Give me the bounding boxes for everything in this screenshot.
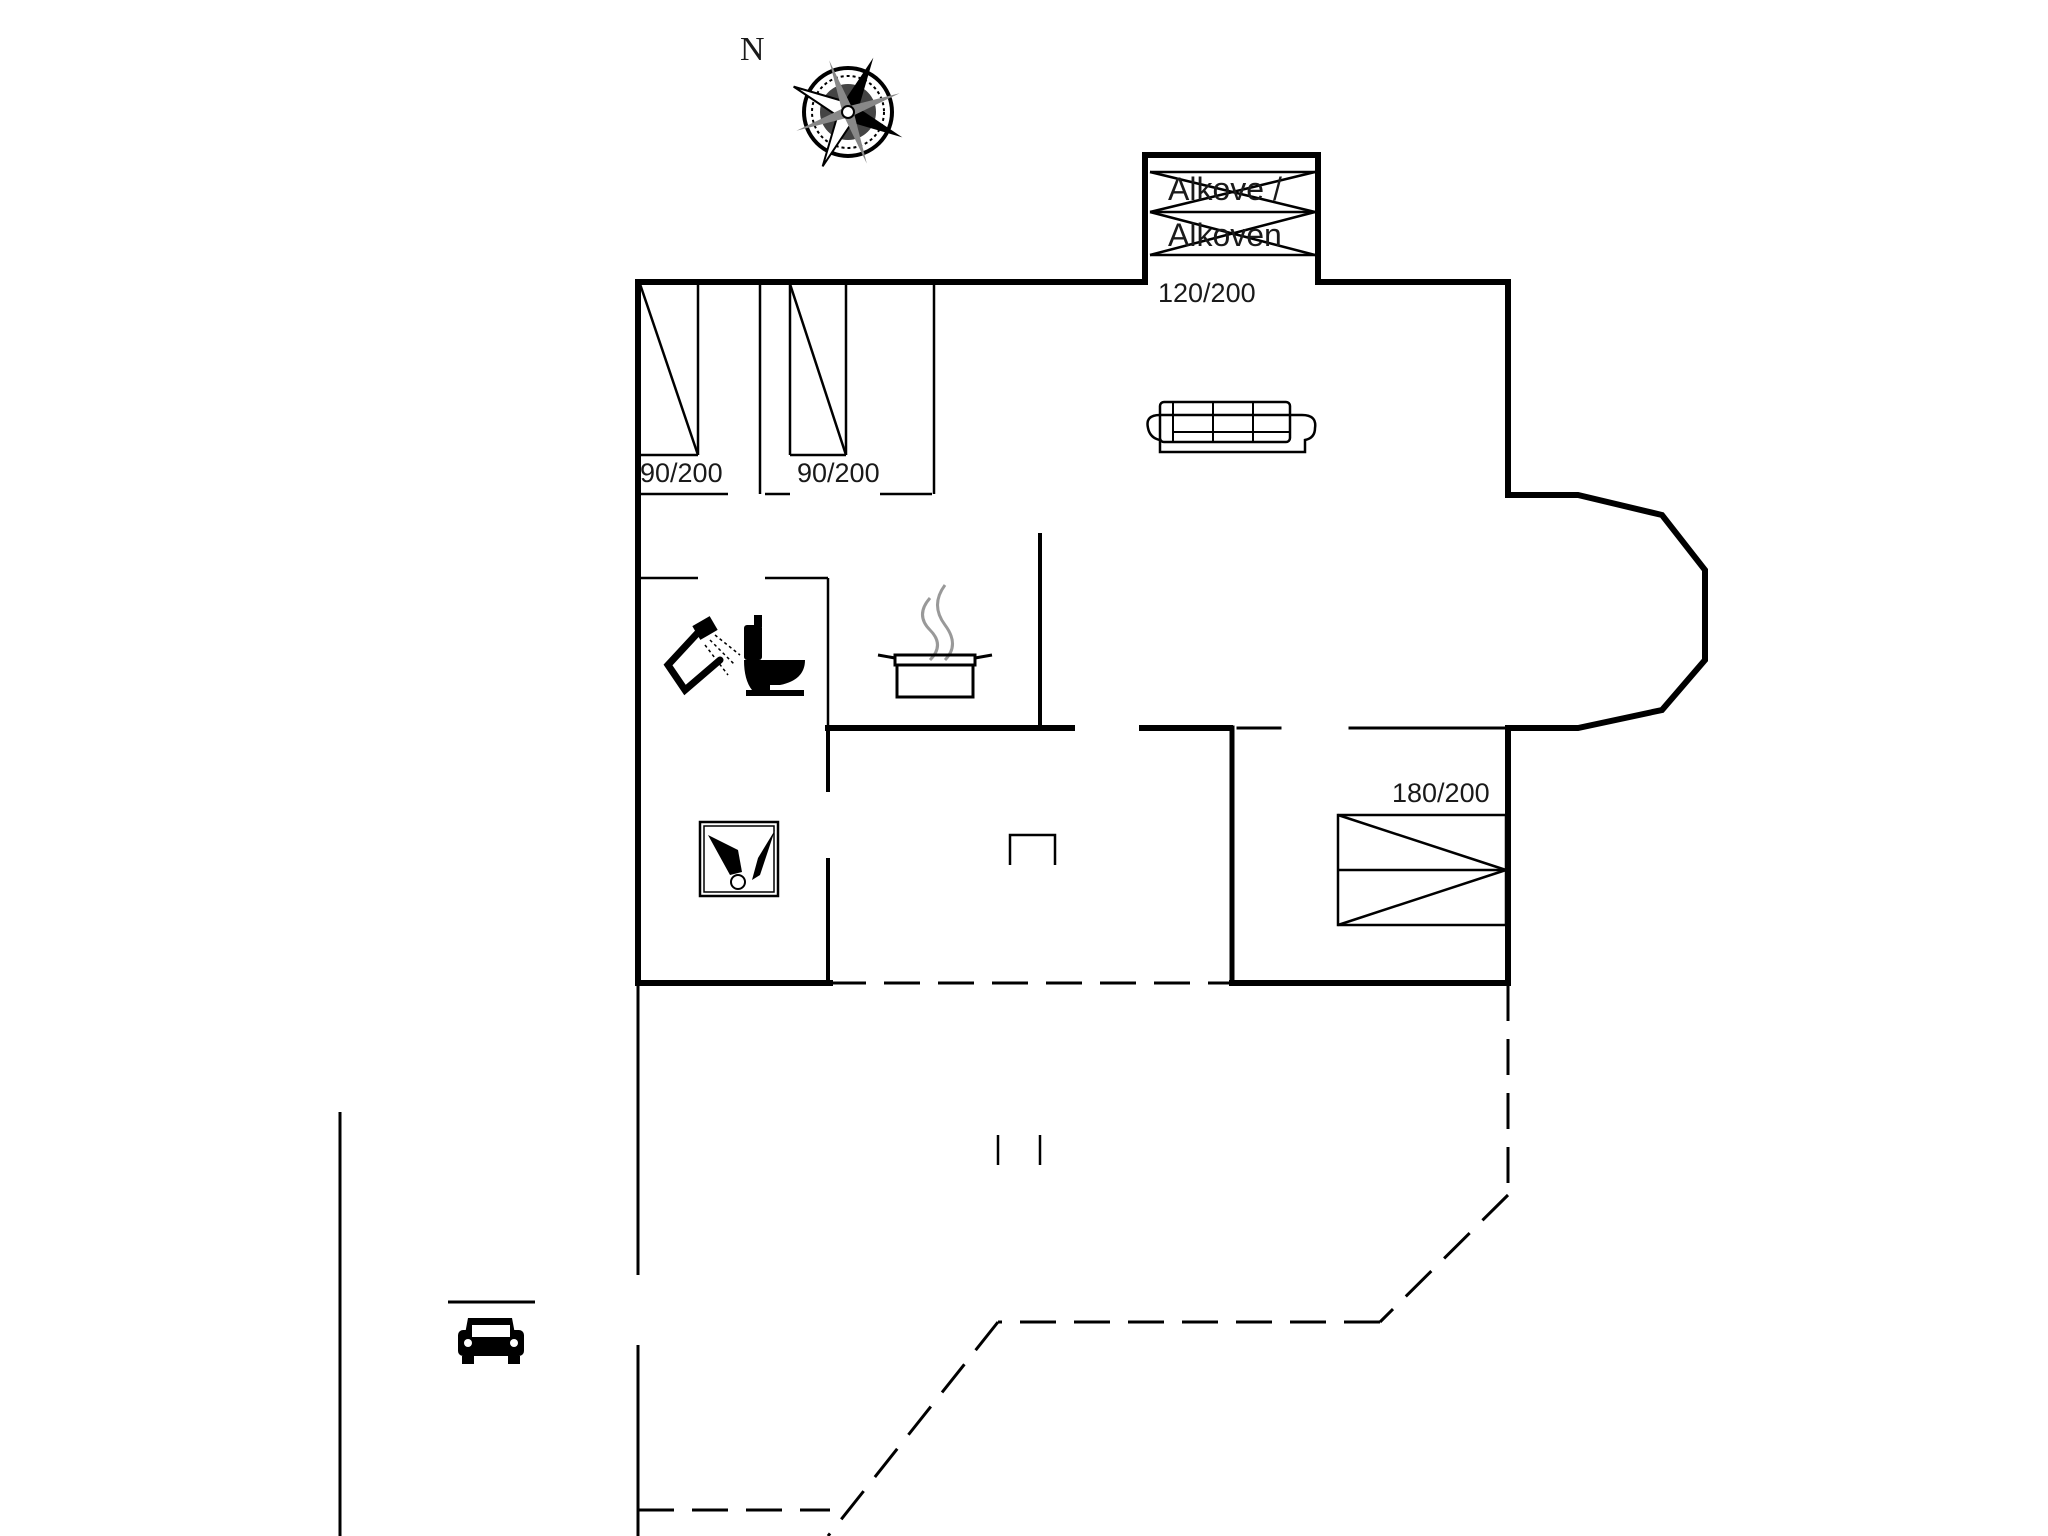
bed3-size: 180/200 xyxy=(1392,778,1490,808)
bathroom xyxy=(640,576,830,728)
bedroom-2: 90/200 xyxy=(765,283,936,496)
hallway xyxy=(830,725,1235,986)
exterior-walls xyxy=(635,152,1708,986)
shower-icon xyxy=(663,616,741,696)
washing-machine-icon xyxy=(698,820,780,898)
compass-rose-icon xyxy=(793,57,903,167)
alcove-bed-size: 120/200 xyxy=(1158,278,1256,308)
bed2-size: 90/200 xyxy=(797,458,880,488)
kitchen xyxy=(825,533,1510,731)
alcove-label-line1: Alkove / xyxy=(1168,171,1282,207)
carport xyxy=(338,983,640,1536)
compass-north-label: N xyxy=(740,31,765,68)
car-icon xyxy=(458,1318,524,1364)
utility-room xyxy=(698,726,830,985)
alcove-label-line2: Alkoven xyxy=(1168,217,1282,253)
terrace xyxy=(638,985,1510,1536)
sofa-icon xyxy=(1146,400,1317,454)
toilet-icon xyxy=(744,615,805,696)
alcove: Alkove / Alkoven 120/200 xyxy=(1149,170,1316,308)
compass: N xyxy=(740,31,903,167)
bed1-size: 90/200 xyxy=(640,458,723,488)
bedroom-3: 180/200 xyxy=(1336,778,1508,927)
cooking-pot-icon xyxy=(877,584,993,699)
bedroom-1: 90/200 xyxy=(638,283,762,496)
